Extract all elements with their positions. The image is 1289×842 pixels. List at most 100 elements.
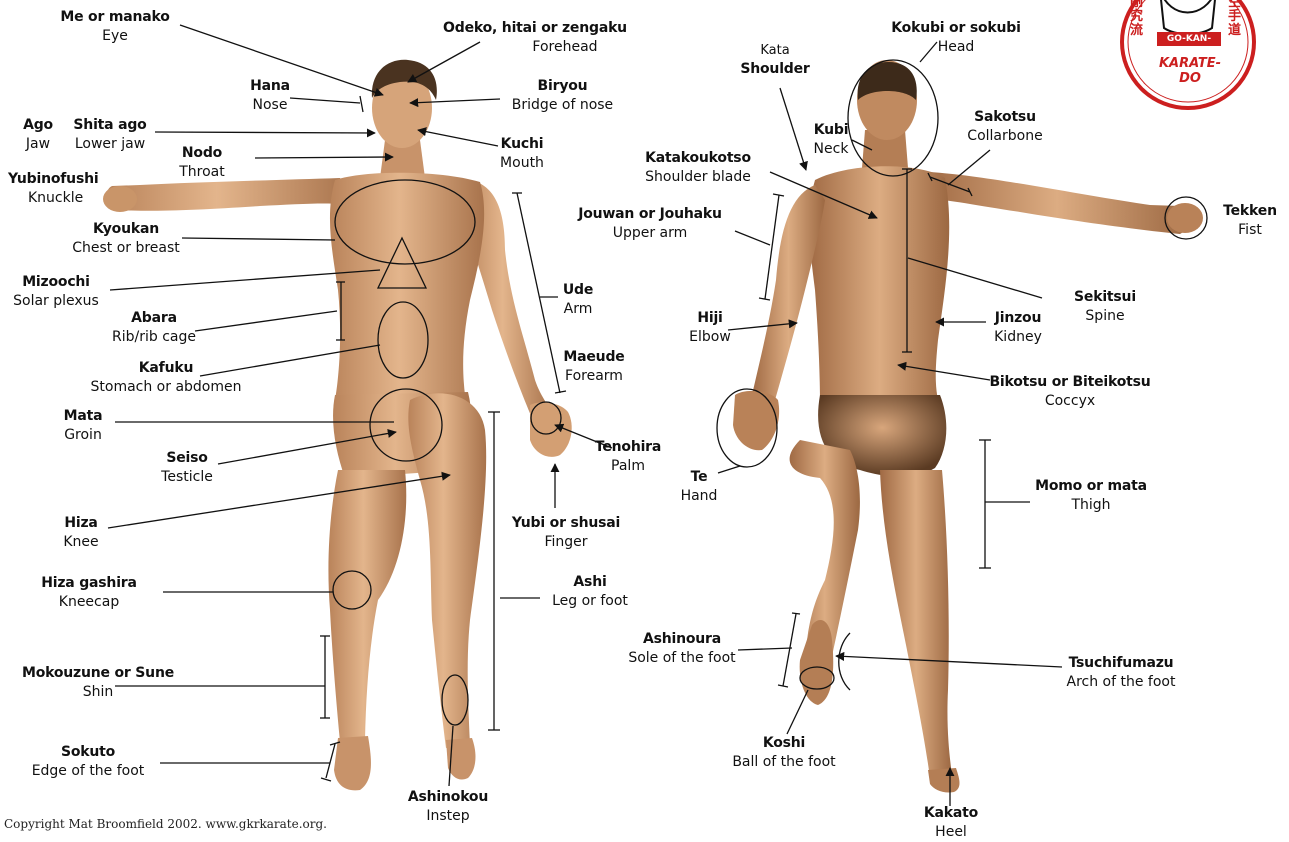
label-hizagashira-en: Kneecap [24, 593, 154, 612]
label-tekken: Tekken Fist [1218, 202, 1282, 240]
label-te-jp: Te [676, 468, 722, 487]
label-nodo-jp: Nodo [170, 144, 234, 163]
label-odeko-jp: Odeko, hitai or zengaku [435, 19, 635, 38]
label-ude: Ude Arm [553, 281, 603, 319]
label-kokubi: Kokubi or sokubi Head [886, 19, 1026, 57]
label-ashinokou-en: Instep [400, 807, 496, 826]
label-tekken-en: Fist [1218, 221, 1282, 240]
label-mata-en: Groin [58, 426, 108, 445]
label-jinzou: Jinzou Kidney [986, 309, 1050, 347]
label-kyoukan-en: Chest or breast [66, 239, 186, 258]
label-yubinofushi-en: Knuckle [8, 189, 108, 208]
logo-bottom-text: KARATE-DO [1150, 56, 1230, 86]
label-maeude: Maeude Forearm [558, 348, 630, 386]
label-sokuto: Sokuto Edge of the foot [16, 743, 160, 781]
label-kokubi-jp: Kokubi or sokubi [886, 19, 1026, 38]
label-sakotsu-en: Collarbone [960, 127, 1050, 146]
label-nodo: Nodo Throat [170, 144, 234, 182]
label-mizoochi: Mizoochi Solar plexus [6, 273, 106, 311]
label-jouwan: Jouwan or Jouhaku Upper arm [570, 205, 730, 243]
label-kubi: Kubi Neck [806, 121, 856, 159]
label-momo: Momo or mata Thigh [1026, 477, 1156, 515]
label-bikotsu: Bikotsu or Biteikotsu Coccyx [980, 373, 1160, 411]
label-kuchi: Kuchi Mouth [494, 135, 550, 173]
label-kakato: Kakato Heel [916, 804, 986, 842]
label-ashinokou-jp: Ashinokou [400, 788, 496, 807]
label-shitaago-en: Lower jaw [68, 135, 152, 154]
label-ago-en: Jaw [16, 135, 60, 154]
label-hiza: Hiza Knee [56, 514, 106, 552]
label-ashi: Ashi Leg or foot [540, 573, 640, 611]
label-mokouzune-jp: Mokouzune or Sune [16, 664, 180, 683]
label-odeko-en: Forehead [435, 38, 635, 57]
label-me-en: Eye [60, 27, 170, 46]
label-momo-jp: Momo or mata [1026, 477, 1156, 496]
label-seiso-jp: Seiso [155, 449, 219, 468]
label-hana-jp: Hana [240, 77, 300, 96]
label-kakato-en: Heel [916, 823, 986, 842]
label-kuchi-jp: Kuchi [494, 135, 550, 154]
label-te-en: Hand [676, 487, 722, 506]
label-kata-en: Kata [735, 41, 815, 60]
label-kuchi-en: Mouth [494, 154, 550, 173]
label-mata: Mata Groin [58, 407, 108, 445]
label-yubi: Yubi or shusai Finger [506, 514, 626, 552]
label-biryou-jp: Biryou [505, 77, 620, 96]
label-hiza-en: Knee [56, 533, 106, 552]
label-abara-en: Rib/rib cage [104, 328, 204, 347]
label-ashinoura-jp: Ashinoura [625, 630, 739, 649]
label-ashinoura-en: Sole of the foot [625, 649, 739, 668]
label-me-jp: Me or manako [60, 8, 170, 27]
logo-text-left: 剛究流 [1130, 0, 1148, 38]
label-koshi-en: Ball of the foot [728, 753, 840, 772]
label-tsuchifumazu: Tsuchifumazu Arch of the foot [1058, 654, 1184, 692]
label-koshi-jp: Koshi [728, 734, 840, 753]
label-sokuto-en: Edge of the foot [16, 762, 160, 781]
label-sakotsu-jp: Sakotsu [960, 108, 1050, 127]
label-jinzou-jp: Jinzou [986, 309, 1050, 328]
label-ago: Ago Jaw [16, 116, 60, 154]
label-kyoukan: Kyoukan Chest or breast [66, 220, 186, 258]
label-te: Te Hand [676, 468, 722, 506]
label-sekitsui: Sekitsui Spine [1065, 288, 1145, 326]
label-ashi-en: Leg or foot [540, 592, 640, 611]
label-kubi-en: Neck [806, 140, 856, 159]
label-jouwan-en: Upper arm [570, 224, 730, 243]
label-yubinofushi: Yubinofushi Knuckle [8, 170, 108, 208]
label-kafuku: Kafuku Stomach or abdomen [86, 359, 246, 397]
label-jinzou-en: Kidney [986, 328, 1050, 347]
label-abara-jp: Abara [104, 309, 204, 328]
label-ude-en: Arm [553, 300, 603, 319]
label-sakotsu: Sakotsu Collarbone [960, 108, 1050, 146]
label-odeko: Odeko, hitai or zengaku Forehead [435, 19, 635, 57]
label-kata-jp: Shoulder [735, 60, 815, 79]
label-kubi-jp: Kubi [806, 121, 856, 140]
label-bikotsu-jp: Bikotsu or Biteikotsu [980, 373, 1160, 392]
label-tenohira-en: Palm [578, 457, 678, 476]
label-momo-en: Thigh [1026, 496, 1156, 515]
label-hiji-jp: Hiji [682, 309, 738, 328]
label-hana-en: Nose [240, 96, 300, 115]
label-shitaago: Shita ago Lower jaw [68, 116, 152, 154]
label-yubinofushi-jp: Yubinofushi [8, 170, 108, 189]
label-hana: Hana Nose [240, 77, 300, 115]
label-biryou: Biryou Bridge of nose [505, 77, 620, 115]
label-biryou-en: Bridge of nose [505, 96, 620, 115]
label-mata-jp: Mata [58, 407, 108, 426]
label-sekitsui-jp: Sekitsui [1065, 288, 1145, 307]
label-hizagashira-jp: Hiza gashira [24, 574, 154, 593]
label-kafuku-en: Stomach or abdomen [86, 378, 246, 397]
label-seiso-en: Testicle [155, 468, 219, 487]
label-tenohira-jp: Tenohira [578, 438, 678, 457]
label-ashinokou: Ashinokou Instep [400, 788, 496, 826]
logo-text-right: 空手道 [1228, 0, 1246, 38]
label-hiji-en: Elbow [682, 328, 738, 347]
label-shitaago-jp: Shita ago [68, 116, 152, 135]
label-me: Me or manako Eye [60, 8, 170, 46]
label-abara: Abara Rib/rib cage [104, 309, 204, 347]
label-tsuchifumazu-en: Arch of the foot [1058, 673, 1184, 692]
label-hizagashira: Hiza gashira Kneecap [24, 574, 154, 612]
label-katakoukotso-jp: Katakoukotso [638, 149, 758, 168]
label-kyoukan-jp: Kyoukan [66, 220, 186, 239]
logo-banner: GO-KAN-RYU [1157, 33, 1221, 57]
